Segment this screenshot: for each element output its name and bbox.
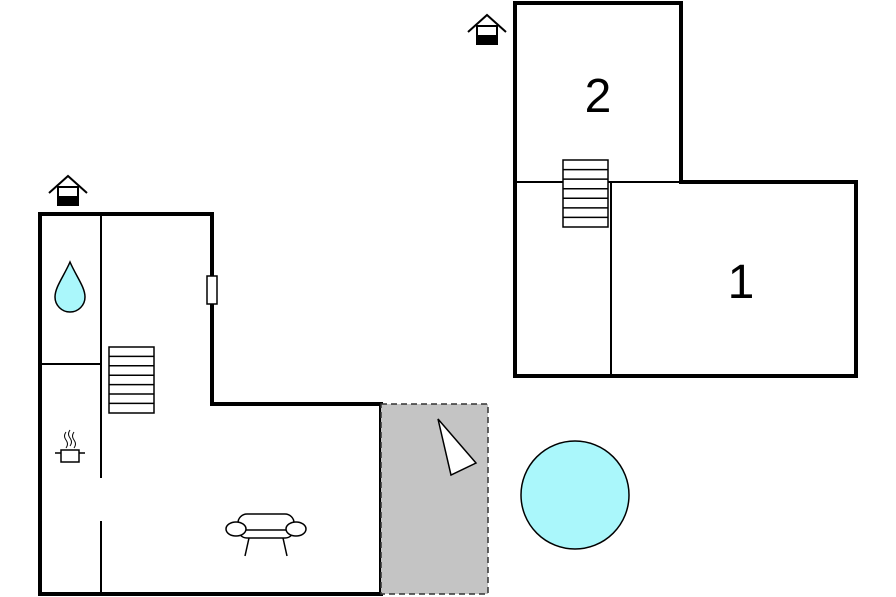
- right-building-outline: [513, 1, 858, 378]
- staircase-icon: [562, 159, 609, 228]
- window-icon: [206, 275, 218, 305]
- left-building: [38, 212, 383, 596]
- house-entrance-icon: [467, 13, 507, 45]
- terrace-area: [380, 403, 489, 595]
- water-drop-icon: [54, 260, 86, 313]
- right-building: [513, 1, 858, 378]
- room-label-1: 1: [728, 256, 755, 309]
- parasol-icon: [437, 418, 478, 477]
- left-building-outline: [38, 212, 383, 596]
- room-label-2: 2: [585, 70, 612, 123]
- sofa-icon: [225, 513, 307, 557]
- house-entrance-icon: [48, 174, 88, 206]
- pool-icon: [520, 440, 630, 550]
- cooking-pot-icon: [55, 429, 85, 463]
- staircase-icon: [108, 346, 155, 414]
